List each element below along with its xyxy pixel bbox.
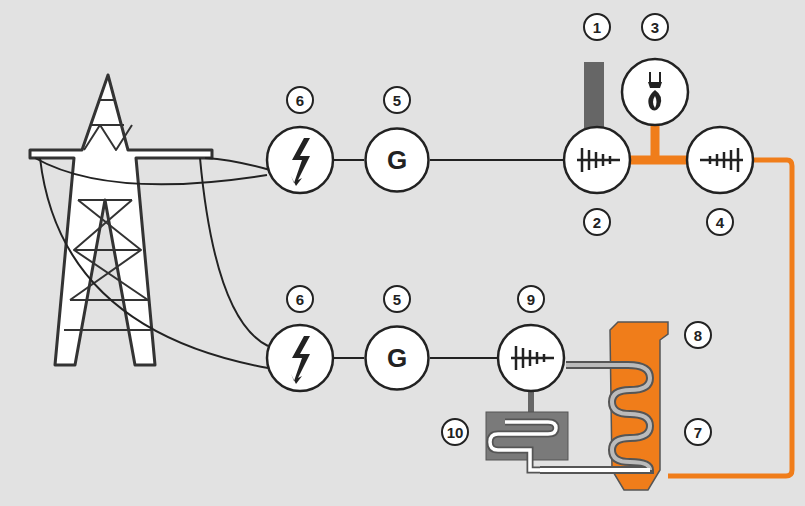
burner-flame [648,72,662,111]
machine-circles [267,59,753,391]
callout-number: 1 [583,13,611,41]
callout-number: 2 [583,208,611,236]
callout-number: 10 [441,418,469,446]
callout-number: 6 [286,86,314,114]
callout-number: 8 [684,321,712,349]
turbine-blades [511,148,743,370]
callout-number: 5 [383,86,411,114]
lightning-symbol [291,138,310,384]
callout-number: 3 [641,13,669,41]
generator-letter: G [387,145,407,176]
callout-number: 5 [383,285,411,313]
callout-number: 6 [286,285,314,313]
pylon [30,75,212,365]
callout-number: 9 [517,285,545,313]
exhaust-stack [584,62,604,128]
callout-number: 7 [684,418,712,446]
generator-letter: G [387,343,407,374]
generator-circle: G [364,325,430,391]
condenser [486,391,568,470]
generator-circle: G [364,127,430,193]
callout-number: 4 [706,208,734,236]
